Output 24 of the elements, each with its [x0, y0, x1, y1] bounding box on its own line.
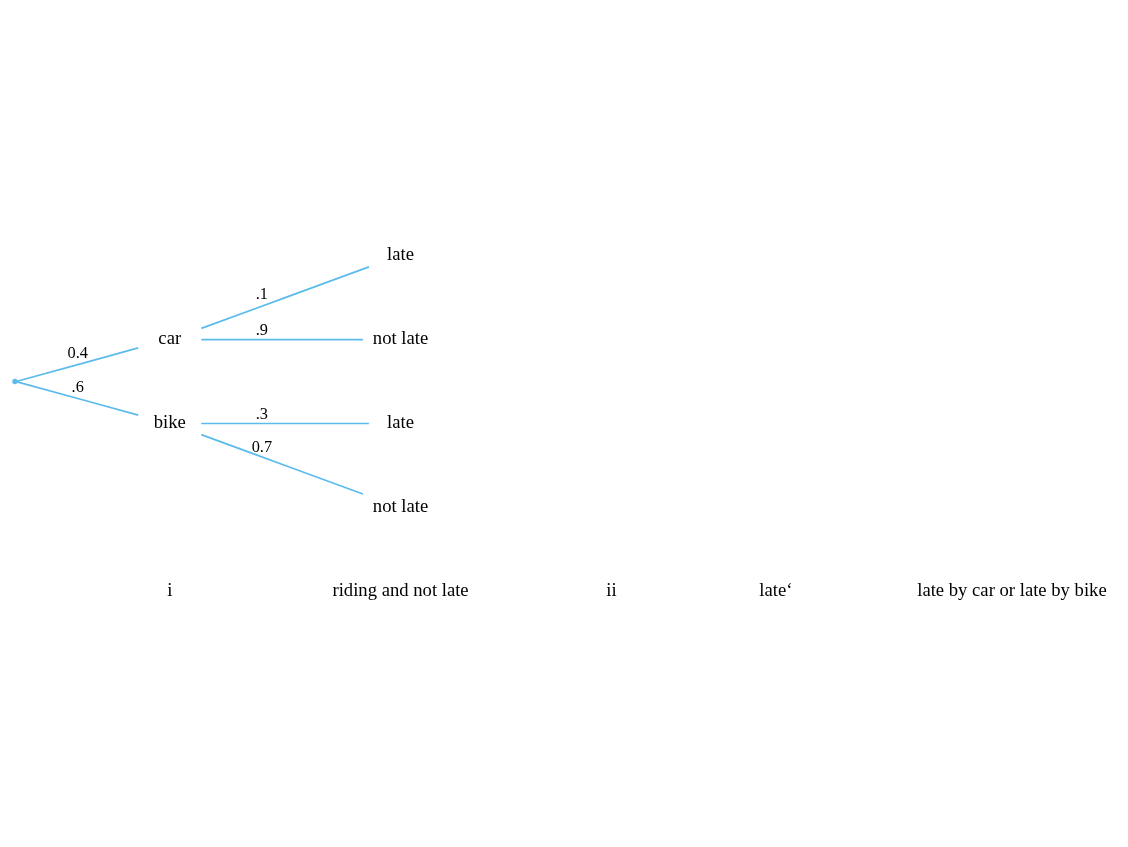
- node-text: late: [387, 243, 415, 265]
- connector: [16, 380, 140, 416]
- connector: [200, 433, 364, 495]
- connector: [200, 422, 370, 425]
- label: late‘: [759, 578, 793, 600]
- connector: [200, 338, 364, 341]
- edge-label: .1: [255, 284, 268, 304]
- edge-label: 0.7: [251, 436, 273, 456]
- node-text: bike: [153, 410, 186, 432]
- label: late by car or late by bike: [917, 578, 1107, 600]
- connector: [200, 265, 370, 330]
- edge-label: .9: [255, 320, 268, 340]
- node-text: not late: [372, 327, 429, 348]
- node-text: car: [158, 327, 182, 348]
- label: ii: [606, 578, 617, 600]
- node-point: [12, 378, 18, 385]
- label: riding and not late: [332, 578, 469, 600]
- connector: [16, 347, 140, 383]
- node-text: late: [387, 410, 415, 432]
- label: i: [167, 578, 173, 600]
- node-text: not late: [372, 494, 429, 516]
- edge-label: .3: [255, 404, 268, 424]
- edge-label: .6: [71, 377, 84, 397]
- edge-label: 0.4: [67, 343, 88, 363]
